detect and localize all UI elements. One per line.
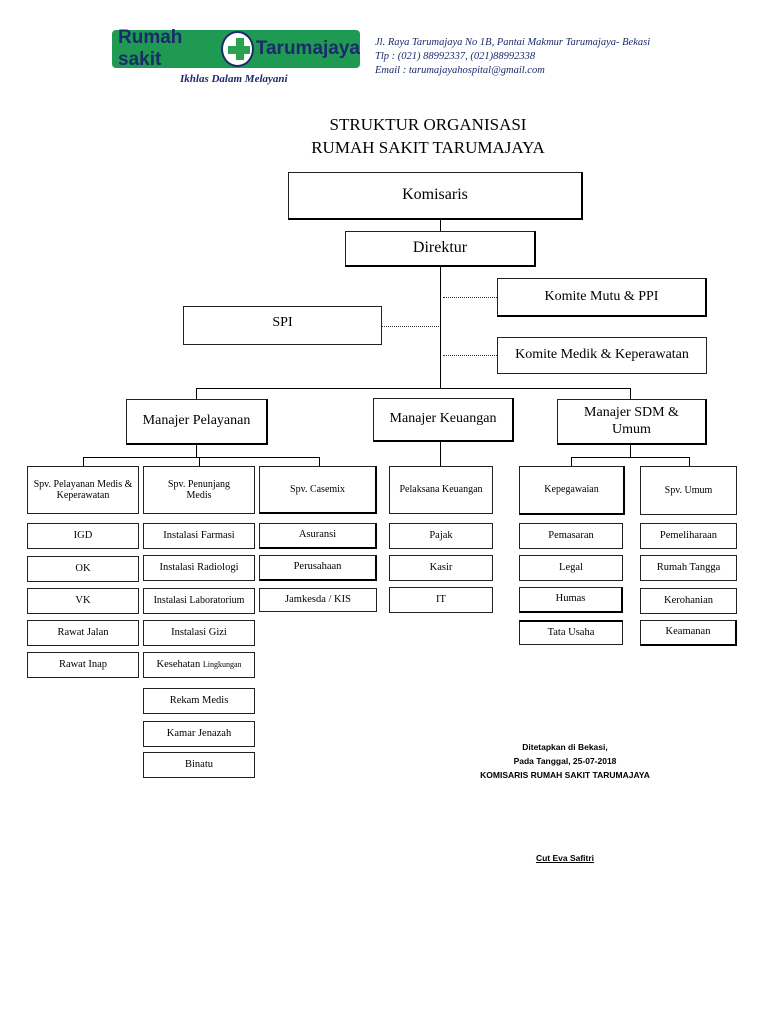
org-box-unit: IT — [389, 587, 493, 613]
org-box-unit: Rumah Tangga — [640, 555, 737, 581]
signature-name: Cut Eva Safitri — [535, 853, 595, 863]
org-box-manajer-sdm: Manajer SDM & Umum — [557, 399, 707, 445]
connector — [196, 444, 197, 457]
dotted-connector — [443, 297, 497, 298]
connector — [571, 457, 572, 467]
org-box-unit: Kamar Jenazah — [143, 721, 255, 747]
org-box-unit: Kerohanian — [640, 588, 737, 614]
org-box-kepegawaian: Kepegawaian — [519, 466, 625, 515]
org-box-komite-mutu: Komite Mutu & PPI — [497, 278, 707, 317]
dotted-connector — [443, 355, 497, 356]
org-box-unit: Binatu — [143, 752, 255, 778]
connector — [440, 442, 441, 467]
signature-title: KOMISARIS RUMAH SAKIT TARUMAJAYA — [480, 770, 650, 780]
connector — [571, 457, 689, 458]
org-box-unit: Rawat Jalan — [27, 620, 139, 646]
org-box-unit: Instalasi Laboratorium — [143, 588, 255, 614]
logo-text-left: Rumah sakit — [118, 27, 183, 70]
org-box-direktur: Direktur — [345, 231, 536, 267]
org-box-unit: Perusahaan — [259, 555, 377, 581]
org-box-unit: IGD — [27, 523, 139, 549]
org-box-unit: Instalasi Gizi — [143, 620, 255, 646]
dotted-connector — [381, 326, 439, 327]
connector — [440, 266, 441, 388]
connector — [83, 457, 319, 458]
org-box-komisaris: Komisaris — [288, 172, 583, 220]
org-box-manajer-keuangan: Manajer Keuangan — [373, 398, 514, 442]
tagline: Ikhlas Dalam Melayani — [180, 73, 288, 85]
org-box-spv-pelayanan: Spv. Pelayanan Medis & Keperawatan — [27, 466, 139, 514]
connector — [199, 457, 200, 467]
connector — [196, 388, 197, 400]
org-box-unit: Rekam Medis — [143, 688, 255, 714]
org-box-unit: Kasir — [389, 555, 493, 581]
org-box-unit: Keamanan — [640, 620, 737, 646]
org-box-unit: Rawat Inap — [27, 652, 139, 678]
org-box-unit: Pemasaran — [519, 523, 623, 549]
org-box-unit: Pemeliharaan — [640, 523, 737, 549]
org-box-unit: Jamkesda / KIS — [259, 588, 377, 612]
connector — [689, 457, 690, 467]
org-box-spv-penunjang: Spv. Penunjang Medis — [143, 466, 255, 514]
logo-text-right: Tarumajaya — [255, 38, 360, 59]
org-box-unit: Asuransi — [259, 523, 377, 549]
org-box-unit: Humas — [519, 587, 623, 613]
org-box-spi: SPI — [183, 306, 382, 345]
connector — [83, 457, 84, 467]
unit-label: Kesehatan — [156, 658, 201, 670]
email-text: Email : tarumajayahospital@gmail.com — [375, 65, 545, 76]
connector — [440, 219, 441, 232]
org-box-spv-casemix: Spv. Casemix — [259, 466, 377, 514]
signature-place: Ditetapkan di Bekasi, — [522, 742, 608, 752]
org-box-komite-medik: Komite Medik & Keperawatan — [497, 337, 707, 374]
org-box-unit: Legal — [519, 555, 623, 581]
org-box-unit: Instalasi Farmasi — [143, 523, 255, 549]
signature-date: Pada Tanggal, 25-07-2018 — [513, 756, 617, 766]
org-box-spv-umum: Spv. Umum — [640, 466, 737, 515]
address-text: Jl. Raya Tarumajaya No 1B, Pantai Makmur… — [375, 37, 651, 48]
connector — [630, 444, 631, 457]
org-box-unit-kesehatan-lingkungan: Kesehatan Lingkungan — [143, 652, 255, 678]
unit-label-small: Lingkungan — [202, 660, 242, 670]
org-box-unit: OK — [27, 556, 139, 582]
org-box-pelaksana-keuangan: Pelaksana Keuangan — [389, 466, 493, 514]
hospital-logo: Rumah sakit Tarumajaya — [112, 27, 360, 70]
org-box-unit: Pajak — [389, 523, 493, 549]
connector — [196, 388, 631, 389]
connector — [319, 457, 320, 467]
org-box-manajer-pelayanan: Manajer Pelayanan — [126, 399, 268, 445]
page-title-line2: RUMAH SAKIT TARUMAJAYA — [311, 138, 545, 157]
org-box-unit: Instalasi Radiologi — [143, 555, 255, 581]
org-box-unit: VK — [27, 588, 139, 614]
medical-cross-icon — [221, 31, 254, 67]
phone-text: Tlp : (021) 88992337, (021)88992338 — [375, 51, 536, 62]
connector — [630, 388, 631, 400]
org-box-unit: Tata Usaha — [519, 620, 623, 645]
page-title-line1: STRUKTUR ORGANISASI — [329, 115, 527, 134]
